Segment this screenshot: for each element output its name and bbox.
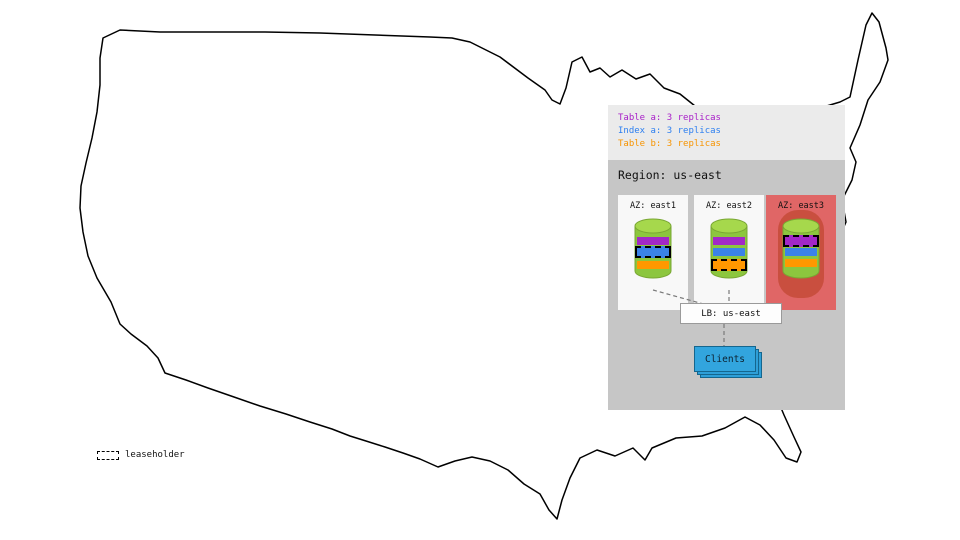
replica-bar-table-a	[713, 237, 745, 245]
leaseholder-replica-bar-index-a	[635, 246, 671, 258]
replica-bar-index-a	[713, 248, 745, 256]
leaseholder-swatch-icon	[97, 450, 119, 460]
leaseholder-legend: leaseholder	[97, 450, 185, 460]
replica-bar-table-b	[637, 261, 669, 269]
legend-table-a: Table a: 3 replicas	[618, 113, 721, 123]
az-east2: AZ: east2	[694, 195, 764, 310]
clients-label: Clients	[704, 353, 746, 365]
az-east1: AZ: east1	[618, 195, 688, 310]
replica-bar-table-a	[637, 237, 669, 245]
leaseholder-legend-label: leaseholder	[125, 450, 185, 460]
replica-legend-panel: Table a: 3 replicas Index a: 3 replicas …	[608, 105, 845, 160]
legend-table-b: Table b: 3 replicas	[618, 139, 721, 149]
replica-bar-index-a	[785, 248, 817, 256]
clients-label-box: Clients	[694, 346, 756, 372]
leaseholder-replica-bar-table-a	[783, 235, 819, 247]
az-east2-label: AZ: east2	[705, 201, 753, 211]
region-title: Region: us-east	[618, 168, 722, 182]
az-east3-label: AZ: east3	[777, 201, 825, 211]
leaseholder-replica-bar-table-b	[711, 259, 747, 271]
az-east1-label: AZ: east1	[629, 201, 677, 211]
legend-index-a: Index a: 3 replicas	[618, 126, 721, 136]
clients-box: Clients	[694, 346, 764, 380]
az-east3: AZ: east3	[766, 195, 836, 310]
load-balancer-box: LB: us-east	[680, 303, 782, 324]
load-balancer-label: LB: us-east	[701, 308, 761, 319]
replica-bar-table-b	[785, 259, 817, 267]
